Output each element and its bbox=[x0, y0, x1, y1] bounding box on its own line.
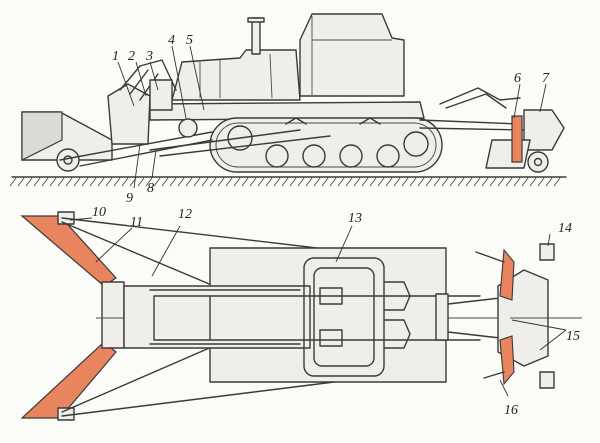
callout-11: 11 bbox=[130, 215, 143, 230]
callout-1: 1 bbox=[112, 49, 119, 64]
callout-16: 16 bbox=[504, 403, 518, 418]
left-wing-blade-top bbox=[20, 215, 117, 287]
callout-5: 5 bbox=[186, 33, 193, 48]
front-blade-top bbox=[499, 248, 515, 301]
cab bbox=[299, 13, 405, 97]
callout-2: 2 bbox=[128, 49, 135, 64]
callout-7: 7 bbox=[542, 71, 550, 86]
callout-labels: 1 2 3 4 5 6 7 8 9 10 11 12 13 14 15 16 bbox=[92, 33, 580, 418]
front-blade-assembly bbox=[419, 87, 565, 173]
callout-4: 4 bbox=[168, 33, 175, 48]
main-frame bbox=[149, 101, 425, 121]
callout-14: 14 bbox=[558, 221, 572, 236]
front-blade bbox=[511, 115, 523, 163]
track-idler bbox=[403, 131, 429, 157]
crawler-track bbox=[209, 117, 443, 173]
exhaust-pipe bbox=[247, 17, 265, 55]
side-view bbox=[9, 13, 567, 187]
callout-3: 3 bbox=[145, 49, 153, 64]
engine-hood bbox=[171, 49, 301, 101]
road-wheel bbox=[265, 144, 289, 168]
road-wheel bbox=[302, 144, 326, 168]
rear-blade-assembly bbox=[21, 59, 331, 172]
callout-8: 8 bbox=[147, 181, 154, 196]
callout-leaders bbox=[69, 45, 567, 397]
callout-15: 15 bbox=[566, 329, 580, 344]
support-wheel bbox=[56, 148, 80, 172]
left-wing-blade-bottom bbox=[20, 341, 117, 419]
callout-13: 13 bbox=[348, 211, 362, 226]
plan-view bbox=[20, 211, 582, 421]
road-wheel bbox=[339, 144, 363, 168]
road-wheel bbox=[376, 144, 400, 168]
ground-line bbox=[9, 176, 567, 187]
callout-9: 9 bbox=[126, 191, 133, 206]
callout-12: 12 bbox=[178, 207, 192, 222]
callout-10: 10 bbox=[92, 205, 106, 220]
front-wheel bbox=[527, 151, 549, 173]
front-wheel-bottom bbox=[539, 371, 555, 389]
front-blade-bottom bbox=[499, 335, 515, 386]
front-wheel-top bbox=[539, 243, 555, 261]
hydraulic-frame bbox=[209, 257, 481, 377]
callout-6: 6 bbox=[514, 71, 521, 86]
